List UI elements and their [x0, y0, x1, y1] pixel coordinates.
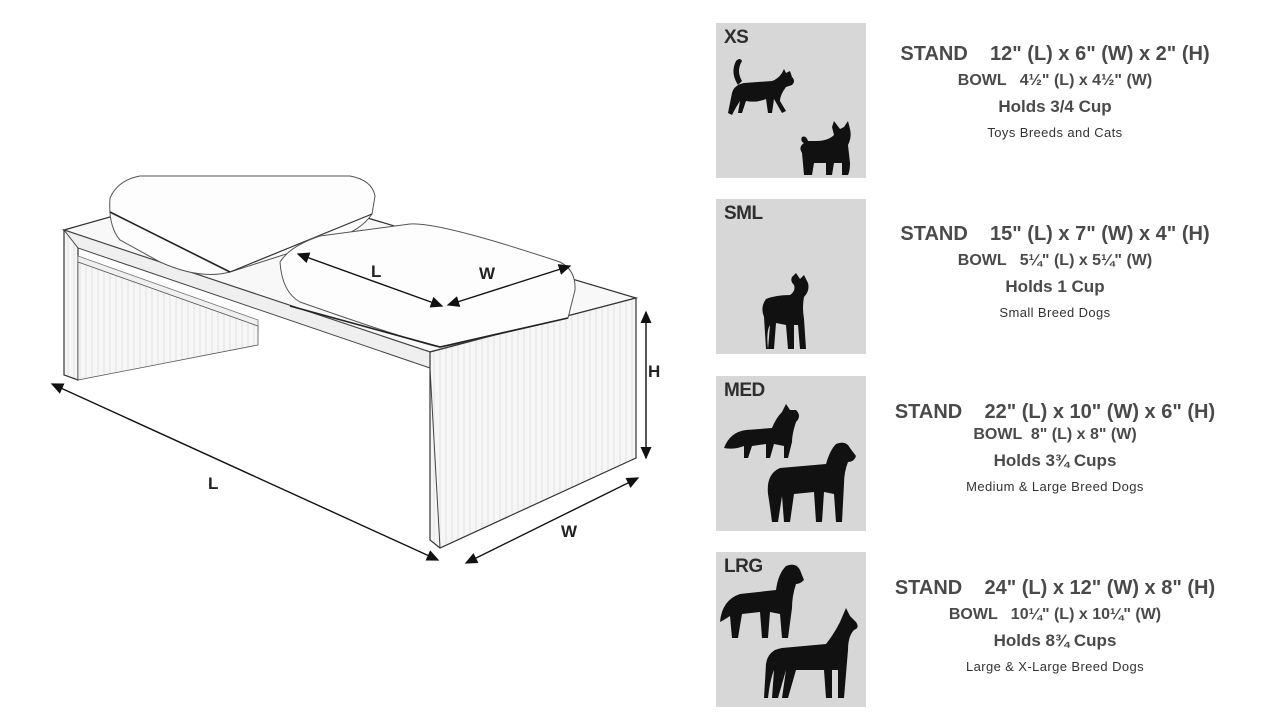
capacity: Holds 3/4 Cup [998, 97, 1112, 116]
bowl-dimensions: BOWL 5¼" (L) x 5¼" (W) [957, 252, 1153, 269]
size-code-sml: SML [724, 203, 763, 224]
size-tile-lrg: LRG [716, 552, 866, 707]
yorkie-silhouette-icon [800, 121, 851, 175]
size-code-xs: XS [724, 27, 749, 48]
stand-height-label: H [648, 362, 661, 381]
size-tile-med: MED [716, 376, 866, 531]
capacity: Holds 1 Cup [1005, 277, 1105, 296]
terrier-silhouette-icon [762, 273, 809, 349]
collie-silhouette-icon [724, 404, 799, 458]
stand-width-label: W [561, 522, 578, 541]
stand-drawing-icon [50, 175, 652, 564]
great-dane-silhouette-icon [764, 608, 858, 698]
breed-recommendation: Medium & Large Breed Dogs [966, 479, 1144, 494]
size-tile-sml: SML [716, 199, 866, 354]
bowl-length-label: L [371, 262, 382, 281]
bowl-width-label: W [479, 264, 496, 283]
stand-diagram: L W H L W [50, 175, 661, 564]
retriever-silhouette-icon [767, 442, 856, 522]
bowl-dimensions: BOWL 8" (L) x 8" (W) [973, 426, 1137, 443]
capacity: Holds 8¾ Cups [993, 631, 1117, 650]
bowl-dimensions: BOWL 10¼" (L) x 10¼" (W) [948, 606, 1162, 623]
capacity: Holds 3¾ Cups [993, 451, 1117, 470]
size-tile-xs: XS [716, 23, 866, 178]
size-code-med: MED [724, 380, 765, 401]
bowl-dimensions: BOWL 4½" (L) x 4½" (W) [957, 72, 1153, 89]
stand-length-label: L [208, 474, 219, 493]
spec-xs: STAND 12" (L) x 6" (W) x 2" (H) BOWL 4½"… [870, 42, 1240, 142]
spec-med: STAND 22" (L) x 10" (W) x 6" (H) BOWL 8"… [870, 400, 1240, 496]
stand-dimensions: STAND 22" (L) x 10" (W) x 6" (H) [894, 401, 1216, 423]
breed-recommendation: Toys Breeds and Cats [987, 125, 1123, 140]
size-code-lrg: LRG [724, 556, 763, 577]
breed-recommendation: Large & X-Large Breed Dogs [965, 659, 1145, 674]
stand-dimensions: STAND 15" (L) x 7" (W) x 4" (H) [900, 223, 1210, 245]
breed-recommendation: Small Breed Dogs [999, 305, 1111, 320]
stand-dimensions: STAND 12" (L) x 6" (W) x 2" (H) [900, 43, 1210, 65]
spec-lrg: STAND 24" (L) x 12" (W) x 8" (H) BOWL 10… [870, 576, 1240, 676]
cat-silhouette-icon [728, 59, 794, 115]
spec-sml: STAND 15" (L) x 7" (W) x 4" (H) BOWL 5¼"… [870, 222, 1240, 322]
stand-dimensions: STAND 24" (L) x 12" (W) x 8" (H) [894, 577, 1216, 599]
retriever-silhouette-icon [720, 564, 804, 638]
